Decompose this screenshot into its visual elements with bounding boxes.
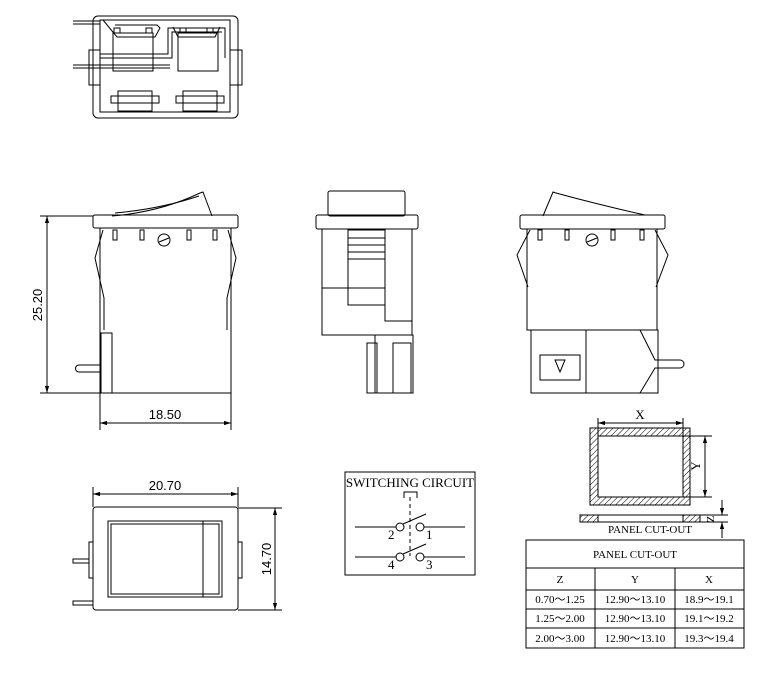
- switching-circuit: SWITCHING CIRCUIT 2 1 4 3: [344, 471, 476, 576]
- table-cell: 12.90～13.10: [605, 594, 666, 606]
- panel-cutout-diagram: X Y Z PANEL CUT-OUT: [579, 407, 728, 538]
- table-title: PANEL CUT-OUT: [593, 549, 677, 561]
- table-cell: 19.1～19.2: [684, 613, 734, 625]
- table-cell: 1.25～2.00: [535, 613, 585, 625]
- table-cell: 12.90～13.10: [605, 613, 666, 625]
- front-view: 20.70 14.70: [72, 478, 282, 611]
- cutout-y-label: Y: [688, 461, 703, 471]
- panel-cutout-table: PANEL CUT-OUT Z Y X 0.70～1.25 12.90～13.1…: [525, 539, 745, 649]
- table-header-z: Z: [557, 574, 564, 586]
- dimension-width-side: 18.50: [149, 407, 182, 422]
- dimension-height: 25.20: [30, 289, 45, 322]
- table-header-x: X: [705, 574, 713, 586]
- table-header-y: Y: [631, 574, 639, 586]
- side-view-left: 25.20 18.50: [30, 191, 239, 430]
- cutout-x-label: X: [635, 407, 645, 422]
- cutout-z-label: Z: [705, 515, 717, 522]
- table-cell: 18.9～19.1: [684, 594, 734, 606]
- terminal-1: 1: [426, 527, 433, 542]
- table-cell: 0.70～1.25: [535, 594, 585, 606]
- table-cell: 19.3～19.4: [684, 633, 734, 645]
- terminal-2: 2: [388, 527, 395, 542]
- cutout-caption: PANEL CUT-OUT: [608, 524, 692, 536]
- dimension-height-front: 14.70: [259, 543, 274, 576]
- top-view: [73, 15, 243, 119]
- table-cell: 2.00～3.00: [535, 633, 585, 645]
- side-view-middle: [315, 190, 419, 394]
- terminal-4: 4: [388, 557, 395, 572]
- circuit-title: SWITCHING CIRCUIT: [346, 475, 474, 490]
- table-cell: 12.90～13.10: [605, 633, 666, 645]
- terminal-3: 3: [426, 557, 433, 572]
- side-view-right: [516, 191, 685, 394]
- dimension-width-front: 20.70: [149, 478, 182, 493]
